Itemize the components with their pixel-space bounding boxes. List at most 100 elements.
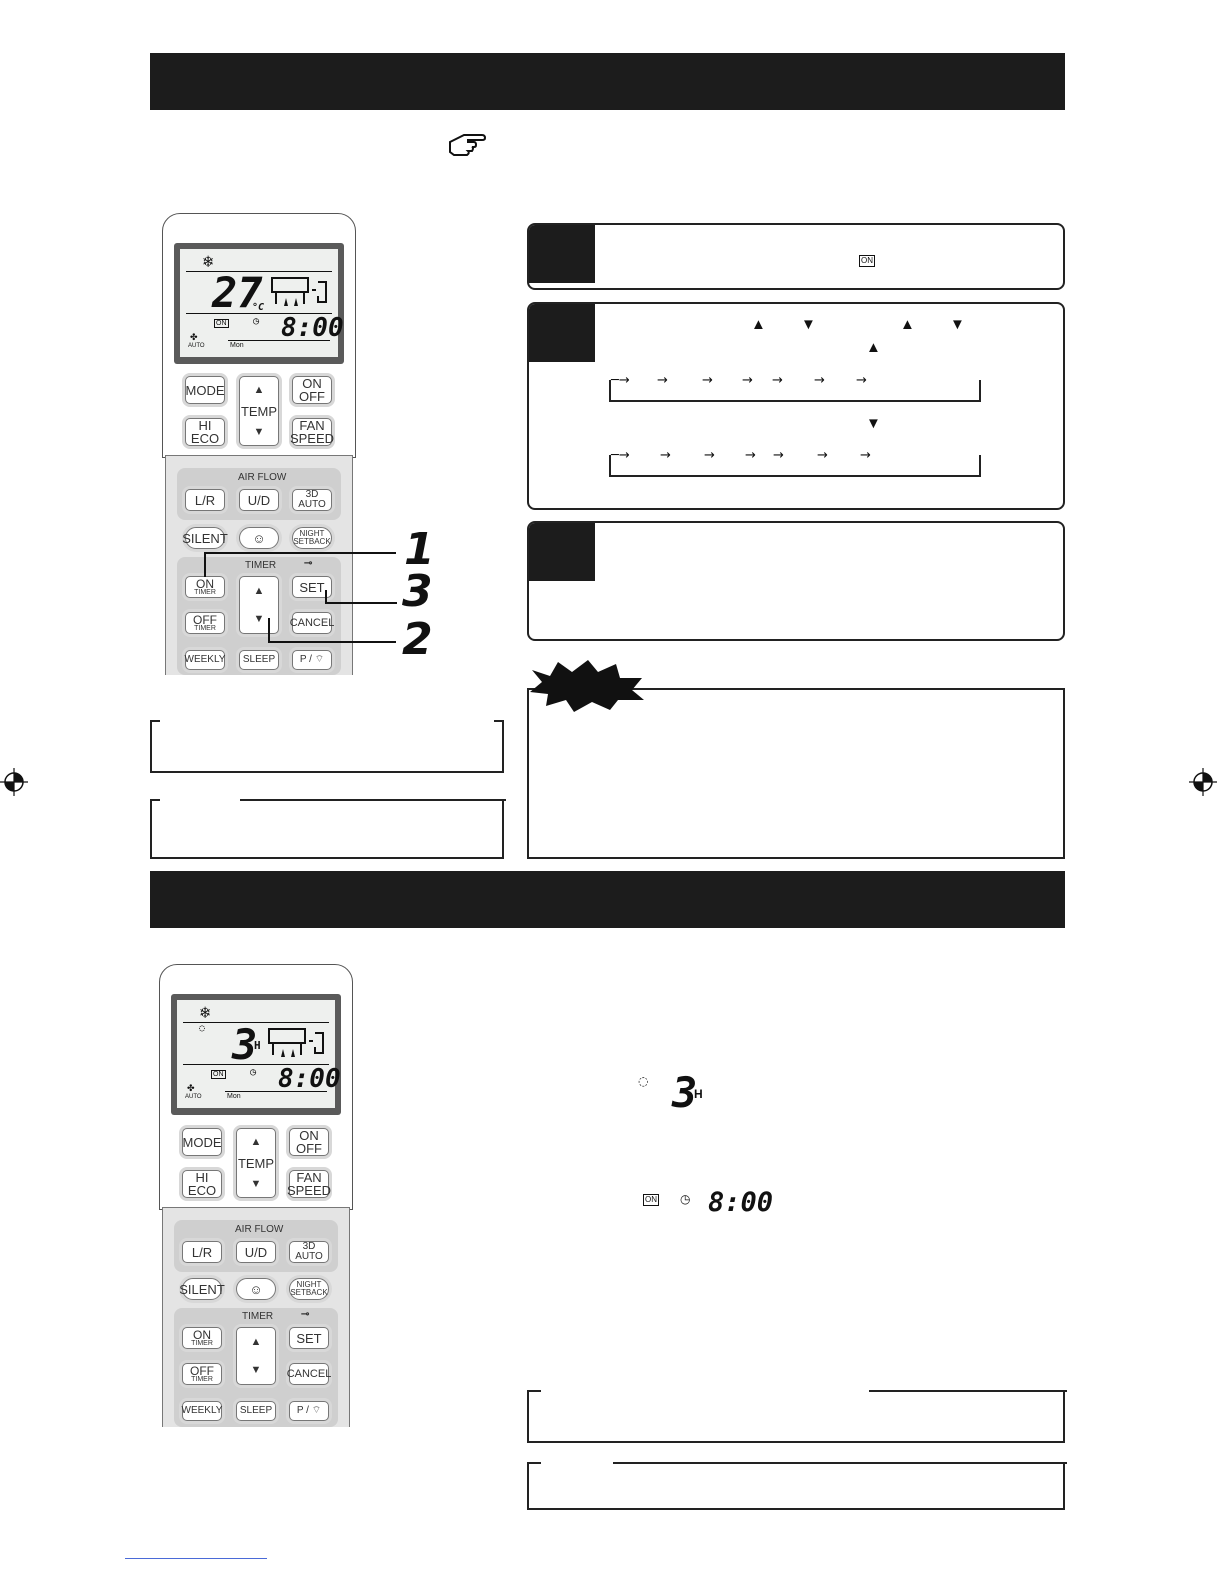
sequence-arrow: → bbox=[702, 373, 713, 388]
snowflake-icon: ❄ bbox=[203, 252, 214, 272]
sequence-arrow: → bbox=[814, 373, 825, 388]
lcd-display bbox=[180, 249, 338, 357]
airflow-label: AIR FLOW bbox=[235, 1224, 284, 1235]
sequence-arrow: → bbox=[704, 448, 715, 463]
sequence-arrow: ─→ bbox=[611, 373, 630, 388]
temp-up-icon: ▲ bbox=[253, 383, 265, 396]
temp-down-icon: ▼ bbox=[253, 425, 265, 438]
louver-icon bbox=[271, 277, 327, 306]
example-time: 8:00 bbox=[708, 1187, 774, 1218]
robot-face-icon: ☺ bbox=[249, 1281, 263, 1297]
sequence-arrow: → bbox=[856, 373, 867, 388]
note-box-1 bbox=[150, 720, 504, 773]
sequence-arrow: → bbox=[742, 373, 753, 388]
weekly-button[interactable]: WEEKLY bbox=[185, 650, 225, 670]
lr-button[interactable]: L/R bbox=[185, 489, 225, 511]
lcd-temperature-unit: °C bbox=[252, 302, 265, 313]
lcd-day: Mon bbox=[230, 342, 244, 349]
down-arrow-icon: ▼ bbox=[950, 316, 965, 333]
lcd-hours-unit: H bbox=[254, 1039, 261, 1052]
louver-icon bbox=[268, 1028, 324, 1057]
set-button[interactable]: SET bbox=[292, 576, 332, 598]
mode-button[interactable]: MODE bbox=[182, 1128, 222, 1156]
sequence-arrow: → bbox=[773, 448, 784, 463]
sleep-button[interactable]: SLEEP bbox=[239, 650, 279, 670]
temp-up-icon: ▲ bbox=[250, 1135, 262, 1148]
section-header-bar-bottom bbox=[150, 871, 1065, 928]
sequence-bracket bbox=[609, 400, 981, 402]
set-button[interactable]: SET bbox=[289, 1327, 329, 1349]
3d-auto-button[interactable]: 3D AUTO bbox=[289, 1241, 329, 1263]
lcd-display bbox=[177, 1000, 335, 1108]
lcd-divider bbox=[186, 313, 332, 314]
sequence-arrow: ─→ bbox=[611, 448, 630, 463]
weekly-button[interactable]: WEEKLY bbox=[182, 1401, 222, 1421]
on-timer-badge: ON bbox=[214, 319, 229, 328]
fan-icon: ✤ bbox=[187, 1083, 195, 1093]
note-box-3 bbox=[527, 1390, 1067, 1443]
p-wifi-button[interactable]: P / ⌔ bbox=[289, 1401, 329, 1421]
lcd-fan-auto: AUTO bbox=[188, 343, 205, 349]
callout-number-2: 2 bbox=[402, 614, 433, 665]
timer-up-down-button[interactable]: ▲ ▼ bbox=[239, 576, 279, 634]
ud-button[interactable]: U/D bbox=[236, 1241, 276, 1263]
sequence-bracket bbox=[609, 455, 611, 477]
temp-button[interactable]: ▲ TEMP ▼ bbox=[239, 376, 279, 446]
snowflake-icon: ❄ bbox=[200, 1003, 211, 1023]
temp-button[interactable]: ▲ TEMP ▼ bbox=[236, 1128, 276, 1198]
sequence-arrow: → bbox=[657, 373, 668, 388]
callout-line bbox=[325, 590, 327, 603]
callout-line bbox=[268, 618, 270, 642]
note-box-starburst bbox=[527, 688, 1065, 859]
sequence-bracket bbox=[609, 475, 981, 477]
p-wifi-button[interactable]: P / ⌔ bbox=[292, 650, 332, 670]
lcd-divider bbox=[183, 1064, 329, 1065]
note-box-4 bbox=[527, 1462, 1067, 1510]
lcd-time: 8:00 bbox=[281, 313, 344, 343]
on-indicator-badge: ON bbox=[643, 1194, 659, 1206]
lcd-divider bbox=[183, 1022, 329, 1023]
mode-button[interactable]: MODE bbox=[185, 376, 225, 404]
timer-label: TIMER bbox=[242, 1311, 274, 1322]
silent-button[interactable]: SILENT bbox=[182, 527, 228, 549]
sleep-button[interactable]: SLEEP bbox=[236, 1401, 276, 1421]
key-lock-icon: ⊸ bbox=[304, 558, 313, 569]
on-indicator-badge: ON bbox=[859, 255, 875, 267]
3d-auto-button[interactable]: 3D AUTO bbox=[292, 489, 332, 511]
timer-up-down-button[interactable]: ▲ ▼ bbox=[236, 1327, 276, 1385]
footer-rule bbox=[125, 1558, 267, 1559]
registration-mark-icon bbox=[1189, 768, 1217, 796]
up-arrow-icon: ▲ bbox=[751, 316, 766, 333]
note-box-2 bbox=[150, 799, 506, 859]
cancel-button[interactable]: CANCEL bbox=[290, 612, 334, 634]
lcd-divider bbox=[228, 340, 330, 341]
temp-down-icon: ▼ bbox=[250, 1177, 262, 1190]
airflow-label: AIR FLOW bbox=[238, 472, 287, 483]
clock-icon: ◷ bbox=[680, 1192, 691, 1206]
dancing-robot-button[interactable]: ☺ bbox=[239, 527, 279, 549]
step-3-box bbox=[527, 521, 1065, 641]
ud-button[interactable]: U/D bbox=[239, 489, 279, 511]
lr-button[interactable]: L/R bbox=[182, 1241, 222, 1263]
sequence-arrow: → bbox=[772, 373, 783, 388]
starburst-badge-icon bbox=[530, 660, 644, 712]
sequence-arrow: → bbox=[817, 448, 828, 463]
section-header-bar-top bbox=[150, 53, 1065, 110]
silent-button[interactable]: SILENT bbox=[179, 1278, 225, 1300]
lcd-divider bbox=[186, 271, 332, 272]
cancel-button[interactable]: CANCEL bbox=[287, 1363, 331, 1385]
pointing-hand-icon bbox=[449, 134, 487, 156]
dancing-robot-button[interactable]: ☺ bbox=[236, 1278, 276, 1300]
